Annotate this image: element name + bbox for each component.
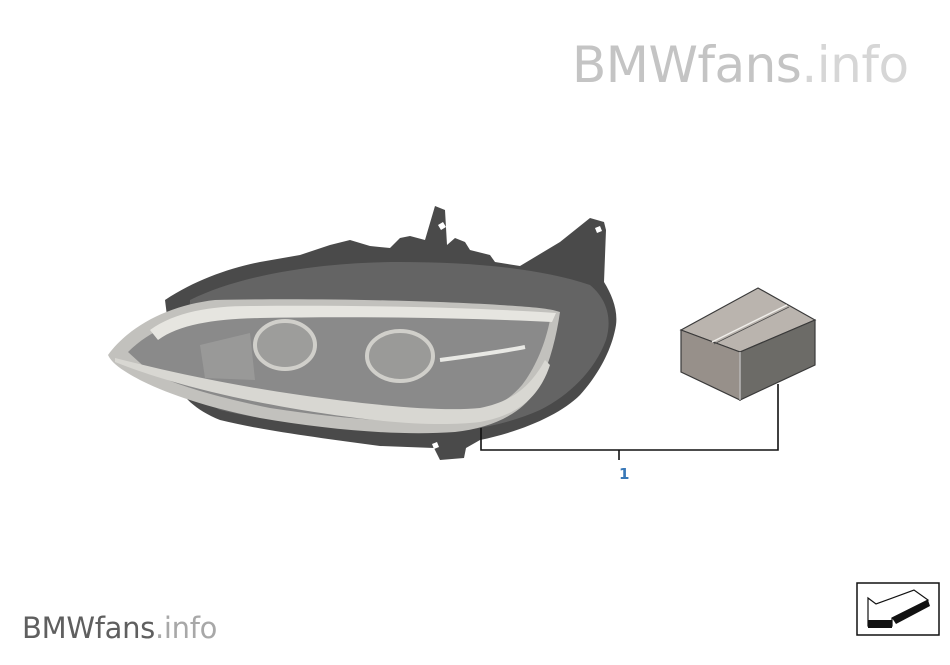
bracket-hole-1 xyxy=(438,222,446,230)
watermark-bottom: BMWfans.info xyxy=(22,614,217,643)
box-tape-line xyxy=(711,304,788,343)
projector-accent xyxy=(439,345,526,362)
callout-label-1[interactable]: 1 xyxy=(619,465,630,483)
headlight-led-strip xyxy=(150,305,556,340)
watermark-top: BMWfans.info xyxy=(572,40,909,90)
projector-right xyxy=(365,329,435,383)
headlight-lower-band xyxy=(115,358,550,425)
watermark-suffix: .info xyxy=(154,611,218,645)
callout-leader-lines xyxy=(480,384,779,460)
box-tape-line-dark xyxy=(713,306,790,345)
kit-box-part[interactable] xyxy=(679,287,817,401)
back-arrow-icon xyxy=(856,582,940,636)
bracket-hole-3 xyxy=(432,442,439,449)
watermark-brand: BMWfans xyxy=(22,611,155,645)
watermark-brand: BMWfans xyxy=(572,36,802,94)
lens-reflection xyxy=(200,333,255,380)
back-arrow-button[interactable] xyxy=(856,582,940,636)
bracket-hole-2 xyxy=(595,226,602,233)
headlight-part[interactable] xyxy=(108,206,617,460)
watermark-suffix: .info xyxy=(801,36,909,94)
projector-left xyxy=(253,319,317,371)
